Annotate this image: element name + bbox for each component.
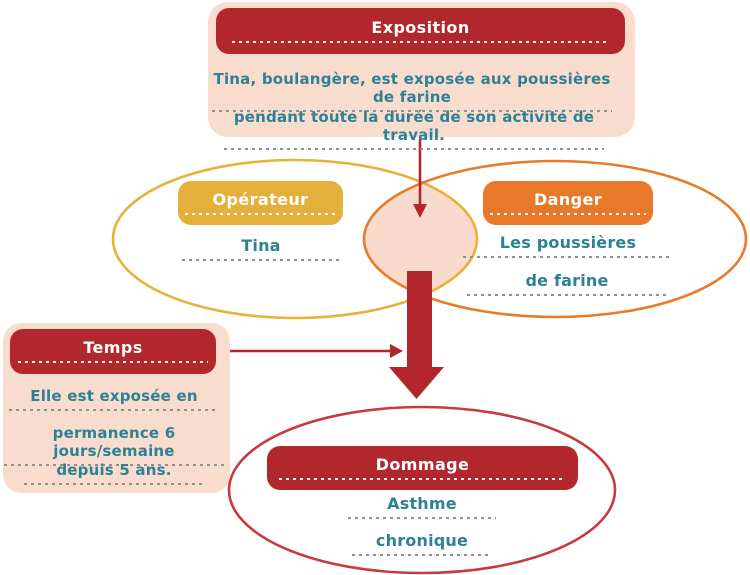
damage-line: chronique <box>352 531 492 556</box>
danger-title-underline <box>489 212 647 215</box>
damage-title: Dommage <box>375 454 470 474</box>
operator-title: Opérateur <box>212 189 309 209</box>
temps-header: Temps <box>10 329 216 374</box>
temps-title-underline <box>18 361 208 363</box>
exposition-title: Exposition <box>371 17 470 37</box>
operator-header: Opérateur <box>178 181 343 225</box>
damage-ellipse <box>227 405 617 575</box>
danger-line: de farine <box>467 271 667 296</box>
temps-title: Temps <box>83 338 143 357</box>
danger-title: Danger <box>533 189 603 209</box>
temps-line: Elle est exposée en <box>9 387 219 411</box>
temps-arrow-right-icon <box>214 344 403 358</box>
danger-line: Les poussières <box>463 233 673 258</box>
exposition-title-underline <box>232 40 609 43</box>
operator-value: Tina <box>182 236 340 261</box>
damage-header: Dommage <box>267 446 578 490</box>
temps-line: depuis 5 ans. <box>24 461 204 485</box>
damage-title-underline <box>279 477 566 480</box>
operator-title-underline <box>184 212 337 215</box>
danger-header: Danger <box>483 181 653 225</box>
exposition-header: Exposition <box>216 8 625 54</box>
exposition-arrow-down-icon <box>413 139 427 218</box>
cause-arrow-down-icon <box>389 271 444 399</box>
temps-line: permanence 6 jours/semaine <box>4 424 224 466</box>
exposition-line: pendant toute la durée de son activité d… <box>224 108 604 150</box>
exposition-line: Tina, boulangère, est exposée aux poussi… <box>212 70 612 112</box>
damage-line: Asthme <box>348 494 496 519</box>
danger-ellipse <box>362 159 748 319</box>
